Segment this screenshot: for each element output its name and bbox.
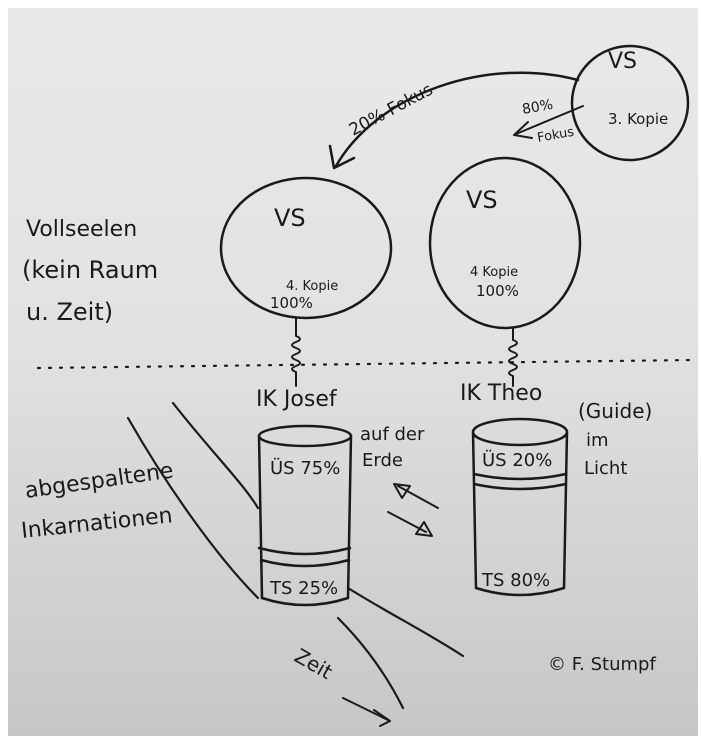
guide-note-line2: im [586,430,609,451]
time-band [126,401,465,710]
earth-note-line2: Erde [362,450,403,471]
credit-signature: © F. Stumpf [548,654,656,675]
soul-top-copy: 3. Kopie [608,110,668,128]
earth-note: auf der Erde [360,424,425,471]
full-souls-line2: (kein Raum [22,256,158,284]
full-souls-line1: Vollseelen [26,217,137,242]
incarnation-right-lower: TS 80% [481,570,550,591]
exchange-arrow-down-head [415,521,433,537]
incarnation-right-upper: ÜS 20% [482,449,552,471]
soul-left-copy: 4. Kopie [286,279,338,294]
soul-left-percent: 100% [270,294,313,312]
paper-sheet: Vollseelen (kein Raum u. Zeit) VS 3. Kop… [8,8,698,736]
arrow-top-line [334,71,580,168]
arrow-small-head [513,121,533,139]
soul-right-outline [428,156,582,330]
arrow-top-head [328,144,356,170]
full-souls-line3: u. Zeit) [26,298,113,326]
split-note: abgespaltene Inkarnationen [20,458,175,544]
arrow-top-label: 20% Fokus [346,80,436,141]
time-band-top-upper [171,401,260,510]
arrow-small-line [515,105,584,135]
time-arrow-head [373,709,391,727]
exchange-arrow-up [397,485,439,509]
time-arrow-line [342,697,389,721]
soul-top-outline [570,44,690,162]
incarnation-right-cylinder [471,417,569,597]
incarnation-left-upper: ÜS 75% [270,457,340,479]
guide-note-line3: Licht [584,458,627,479]
arrow-small-label: Fokus [536,125,575,146]
time-band-top-lower [126,416,260,600]
exchange-arrow-up-head [393,483,411,499]
arrow-small-focus: 80% Fokus [513,97,584,146]
soul-left-outline [219,176,393,320]
split-note-line2: Inkarnationen [20,503,174,544]
split-note-line1: abgespaltene [23,458,175,504]
time-band-bottom-lower [336,616,405,710]
soul-left-circle: VS 4. Kopie 100% [219,176,393,320]
soul-right-percent: 100% [476,282,519,300]
incarnation-left-title: IK Josef [256,387,338,412]
guide-note: (Guide) im Licht [578,399,652,479]
incarnation-right: IK Theo ÜS 20% TS 80% [460,381,569,597]
incarnation-left-cylinder [257,424,353,607]
incarnation-left-lower: TS 25% [269,578,338,599]
arrow-top-focus: 20% Fokus [328,71,580,170]
soul-right-circle: VS 4 Kopie 100% [428,156,582,330]
earth-note-line1: auf der [360,424,425,445]
spring-left [291,317,301,387]
time-band-bottom-upper [346,586,465,658]
soul-top-label: VS [608,49,637,74]
time-arrow: Zeit [291,644,391,727]
arrow-small-value: 80% [521,97,554,118]
time-label: Zeit [291,644,337,685]
divider-dotted-line [36,358,695,370]
soul-left-label: VS [274,204,306,232]
spring-right [508,327,518,387]
soul-right-copy: 4 Kopie [470,265,518,280]
guide-note-line1: (Guide) [578,399,652,423]
soul-right-label: VS [466,186,498,214]
incarnation-right-title: IK Theo [460,381,542,406]
soul-top-circle: VS 3. Kopie [570,44,690,162]
full-souls-note: Vollseelen (kein Raum u. Zeit) [22,217,158,326]
incarnation-left: IK Josef ÜS 75% TS 25% [256,387,353,607]
exchange-arrows [387,483,439,537]
soul-diagram: Vollseelen (kein Raum u. Zeit) VS 3. Kop… [20,44,695,727]
